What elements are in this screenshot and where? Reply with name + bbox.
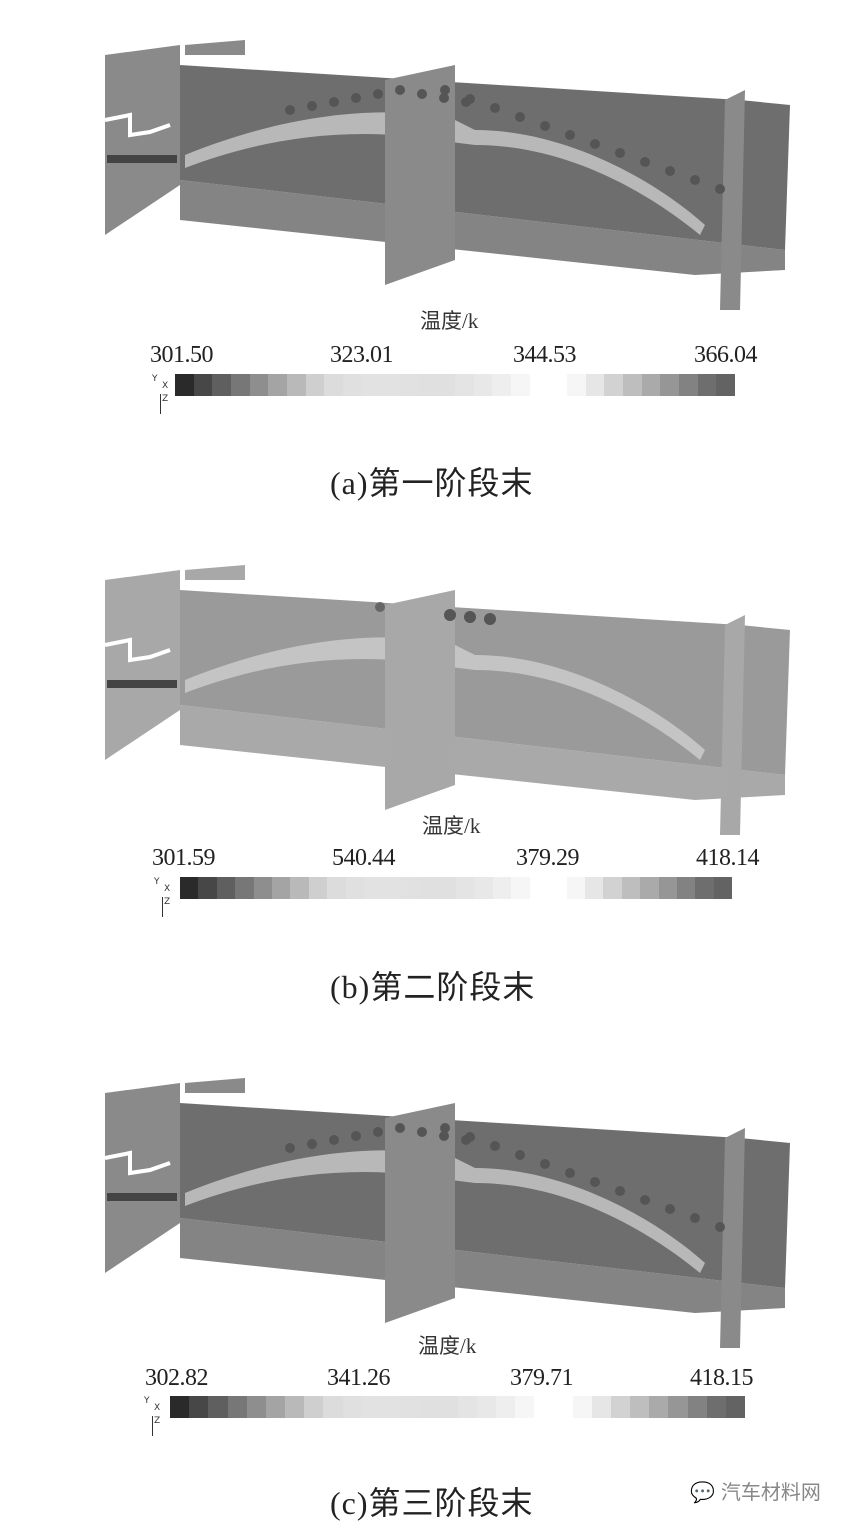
legend-title: 温度/k [422,814,481,838]
panel-caption-b: (b)第二阶段末 [330,969,536,1005]
colorbar-tick-label: 418.15 [690,1365,754,1391]
temperature-contour-model [104,565,790,835]
chat-bubble-icon: 💬 [690,1480,715,1504]
legend-title: 温度/k [420,309,479,333]
colorbar-tick-label: 301.50 [150,342,214,368]
colorbar-tick-label: 302.82 [145,1365,209,1391]
colorbar-tick-label: 366.04 [694,342,758,368]
model-render-c [95,1058,805,1353]
colorbar-tick-label: 323.01 [330,342,394,368]
colorbar [170,1396,746,1418]
watermark: 💬汽车材料网 [690,1480,821,1504]
model-render-a [95,20,805,315]
colorbar-tick-label: 344.53 [513,342,577,368]
temperature-contour-model [104,1078,790,1348]
legend-title: 温度/k [418,1334,477,1358]
colorbar-tick-label: 540.44 [332,845,396,871]
temperature-contour-model [104,40,790,310]
colorbar-tick-label: 418.14 [696,845,760,871]
colorbar-tick-label: 379.29 [516,845,580,871]
colorbar [175,374,736,396]
colorbar-tick-label: 301.59 [152,845,216,871]
colorbar-tick-label: 341.26 [327,1365,391,1391]
colorbar [180,877,733,899]
panel-caption-c: (c)第三阶段末 [330,1485,534,1521]
colorbar-tick-label: 379.71 [510,1365,574,1391]
model-render-b [95,545,805,840]
panel-caption-a: (a)第一阶段末 [330,465,534,501]
